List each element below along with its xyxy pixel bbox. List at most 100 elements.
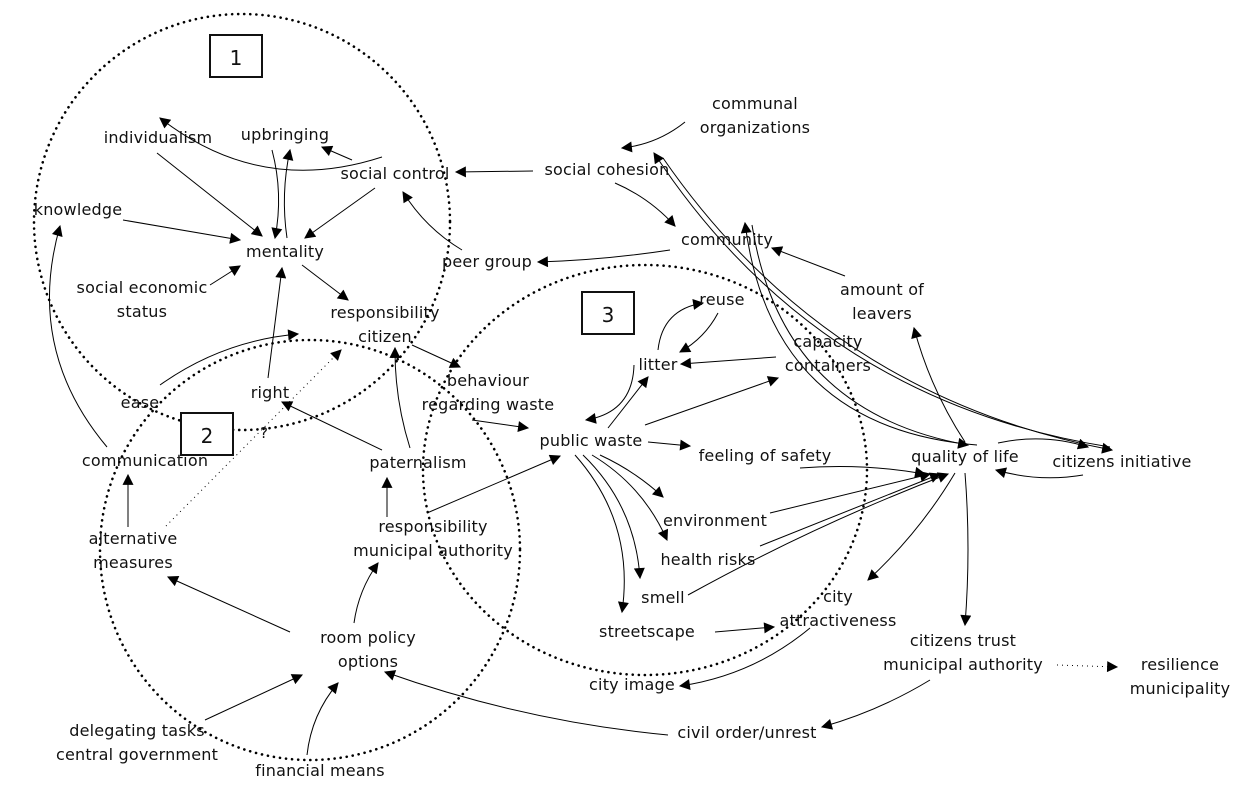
node-communication: communication <box>82 449 208 473</box>
edge-quality-life-to-citizens-initiative <box>997 438 1090 450</box>
node-label-line: city image <box>589 675 675 694</box>
edge-city-attr-to-city-image <box>678 627 811 691</box>
edge-knowledge-to-mentality <box>122 219 242 244</box>
node-city-image: city image <box>589 673 675 697</box>
node-label-line: financial means <box>255 761 385 780</box>
node-environment: environment <box>663 509 767 533</box>
edge-right-to-mentality <box>267 266 287 379</box>
node-label-line: mentality <box>245 242 325 261</box>
edge-upbringing-to-mentality <box>271 149 283 240</box>
node-streetscape: streetscape <box>599 620 695 644</box>
node-citizens-trust: citizens trust municipal authority <box>883 629 1043 677</box>
node-label-line: room policy <box>320 628 416 647</box>
edge-ses-to-mentality <box>209 265 241 286</box>
edge-resp-citizen-to-behaviour <box>411 344 461 368</box>
node-label-line: right <box>250 383 290 402</box>
edge-financial-to-room-policy <box>306 682 339 756</box>
node-health: health risks <box>660 548 755 572</box>
edge-amount-leavers-to-community <box>770 246 846 277</box>
node-label-line: responsibility <box>330 303 440 322</box>
node-label-line: smell <box>641 588 685 607</box>
node-label-line: delegating tasks <box>69 721 205 740</box>
node-knowledge: knowledge <box>34 198 123 222</box>
node-mentality: mentality <box>246 240 324 264</box>
node-label-line: knowledge <box>33 200 123 219</box>
node-label-line: streetscape <box>599 622 695 641</box>
node-label-line: behaviour <box>446 371 530 390</box>
node-individualism: individualism <box>104 126 213 150</box>
node-resp-municipal: responsibility municipal authority <box>353 515 513 563</box>
node-label-line: communal <box>712 94 798 113</box>
edge-behaviour-to-public-waste <box>471 419 530 433</box>
edge-peer-group-to-social-control <box>402 191 463 251</box>
node-community: community <box>681 228 773 252</box>
edge-social-cohesion-to-community <box>614 182 676 227</box>
edge-ease-to-resp-citizen <box>159 329 300 386</box>
node-financial: financial means <box>255 759 384 783</box>
node-label-line: capacity <box>793 332 863 351</box>
node-label-line: environment <box>662 511 768 530</box>
node-citizens-initiative: citizens initiative <box>1052 450 1191 474</box>
edge-community-to-peer-group <box>536 249 671 268</box>
node-litter: litter <box>638 353 677 377</box>
node-public-waste: public waste <box>540 429 643 453</box>
node-label-line: municipal authority <box>353 541 513 560</box>
node-label-line: alternative <box>88 529 178 548</box>
edge-public-waste-to-smell <box>582 454 645 580</box>
edge-community-to-quality-life <box>751 224 970 449</box>
node-label-line: paternalism <box>369 453 467 472</box>
node-label-line: responsibility <box>378 517 488 536</box>
edge-public-waste-to-environment <box>599 454 664 498</box>
node-label-line: community <box>680 230 774 249</box>
node-reuse: reuse <box>699 288 744 312</box>
edge-environment-to-quality-life <box>769 471 932 514</box>
node-paternalism: paternalism <box>369 451 466 475</box>
node-label-line: peer group <box>442 252 532 271</box>
edge-delegating-to-room-policy <box>204 674 303 721</box>
node-label-line: upbringing <box>240 125 330 144</box>
edge-health-to-quality-life <box>759 472 942 547</box>
edge-room-policy-to-resp-municipal <box>353 562 379 624</box>
node-capacity: capacity containers <box>785 330 871 378</box>
node-label-line: communication <box>81 451 209 470</box>
node-ease: ease <box>121 391 160 415</box>
node-label-line: containers <box>784 356 872 375</box>
node-social-cohesion: social cohesion <box>545 158 670 182</box>
edge-quality-life-to-city-attr <box>867 472 956 581</box>
node-label-line: litter <box>638 355 678 374</box>
node-label-line: social cohesion <box>544 160 670 179</box>
edge-citizens-initiative-to-quality-life <box>994 467 1084 479</box>
node-label-line: civil order/unrest <box>677 723 817 742</box>
edge-capacity-to-litter <box>679 356 777 369</box>
cluster-circle-2 <box>98 338 522 762</box>
edge-paternalism-to-right <box>281 401 383 451</box>
edge-safety-to-quality-life <box>799 465 927 478</box>
edge-social-cohesion-to-social-control <box>454 166 534 178</box>
cluster-circle-3 <box>421 263 869 677</box>
edge-social-control-to-upbringing <box>320 145 353 161</box>
edge-communication-to-knowledge <box>48 224 108 448</box>
node-label-line: municipal authority <box>883 655 1043 674</box>
edge-social-control-to-mentality <box>304 187 376 239</box>
node-label-line: health risks <box>660 550 756 569</box>
node-label-line: central government <box>55 745 219 764</box>
edge-social-control-to-individualism <box>159 117 383 171</box>
node-label-line: social control <box>340 164 450 183</box>
edge-citizens-trust-to-civil-order <box>820 679 931 730</box>
node-label-line: citizens initiative <box>1052 452 1192 471</box>
node-upbringing: upbringing <box>241 123 330 147</box>
node-label-line: ease <box>120 393 160 412</box>
node-label-line: reuse <box>699 290 745 309</box>
node-label-line: citizens trust <box>909 631 1017 650</box>
edge-litter-to-public-waste <box>584 364 635 424</box>
node-label-line: citizen <box>358 327 412 346</box>
node-label-line: quality of life <box>911 447 1019 466</box>
node-label-line: city <box>823 587 853 606</box>
node-civil-order: civil order/unrest <box>677 721 816 745</box>
